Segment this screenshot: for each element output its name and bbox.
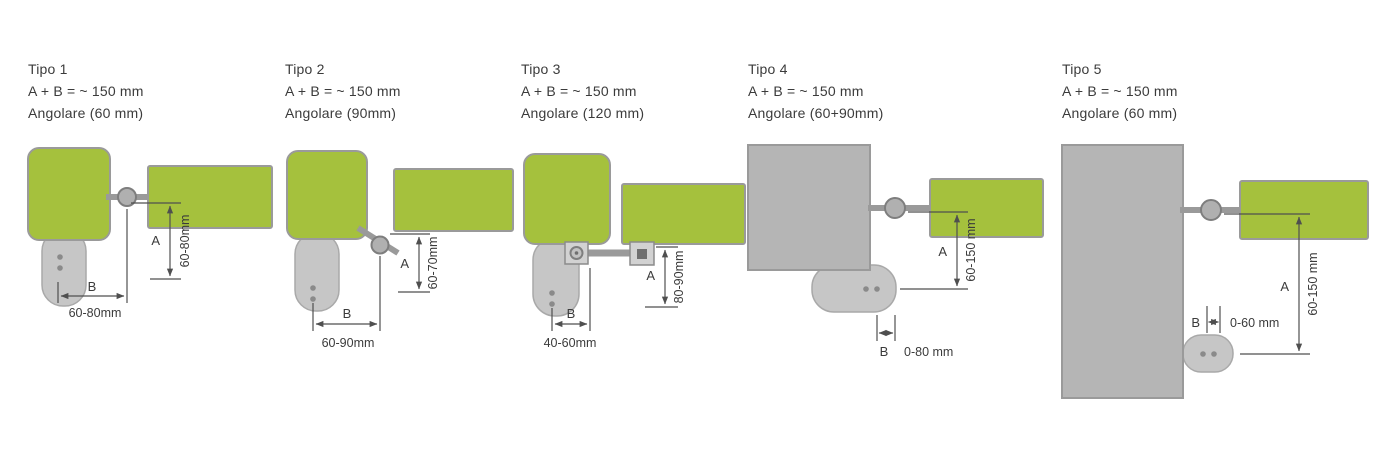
dim-b-label: B	[567, 306, 576, 321]
hinge	[884, 197, 906, 219]
type-title: Tipo 5	[1062, 61, 1102, 77]
tipo-4-diagram: A 60-150 mm B 0-80 mm	[747, 144, 1044, 359]
operator-fixing-dot	[1211, 351, 1217, 357]
wall	[1061, 144, 1184, 399]
operator-fixing-dot	[57, 265, 63, 271]
type-formula: A + B = ~ 150 mm	[285, 83, 401, 99]
type-angolare: Angolare (60+90mm)	[748, 105, 884, 121]
arm-pivot-dot	[574, 251, 579, 255]
dim-a-range: 60-80mm	[178, 215, 192, 268]
gate-leaf	[393, 168, 514, 232]
dim-a-range: 80-90mm	[672, 251, 686, 304]
type-angolare: Angolare (60 mm)	[1062, 105, 1178, 121]
dim-a-label: A	[938, 244, 947, 259]
tipo-1-diagram: A 60-80mm B 60-80mm	[27, 147, 273, 320]
tipo-1-header: Tipo 1 A + B = ~ 150 mm Angolare (60 mm)	[28, 58, 144, 124]
dim-b-range: 0-60 mm	[1230, 316, 1279, 330]
gate-leaf	[929, 178, 1044, 238]
type-formula: A + B = ~ 150 mm	[521, 83, 637, 99]
dim-b-range: 60-90mm	[322, 336, 375, 350]
dim-a-range: 60-150 mm	[1306, 252, 1320, 315]
operator-fixing-dot	[310, 285, 316, 291]
dim-b-label: B	[880, 344, 889, 359]
type-angolare: Angolare (120 mm)	[521, 105, 645, 121]
dim-a-label: A	[646, 268, 655, 283]
dim-b-range: 60-80mm	[69, 306, 122, 320]
tipo-3-diagram: A 80-90mm B 40-60mm	[523, 153, 746, 350]
wall	[747, 144, 871, 271]
gate-leaf	[147, 165, 273, 229]
dim-a-range: 60-150 mm	[964, 218, 978, 281]
tipo-2-diagram: A 60-70mm B 60-90mm	[286, 150, 514, 350]
dim-a-range: 60-70mm	[426, 237, 440, 290]
type-formula: A + B = ~ 150 mm	[1062, 83, 1178, 99]
tipo-3-header: Tipo 3 A + B = ~ 150 mm Angolare (120 mm…	[521, 58, 644, 124]
operator	[294, 232, 340, 312]
operator	[1182, 334, 1234, 373]
hinge	[1200, 199, 1222, 221]
operator-fixing-dot	[874, 286, 880, 292]
pillar	[523, 153, 611, 245]
tipo-2-header: Tipo 2 A + B = ~ 150 mm Angolare (90mm)	[285, 58, 401, 124]
gate-leaf	[1239, 180, 1369, 240]
gate-leaf	[621, 183, 746, 245]
type-formula: A + B = ~ 150 mm	[748, 83, 864, 99]
dim-b-range: 0-80 mm	[904, 345, 953, 359]
dim-b-label: B	[1191, 315, 1200, 330]
dim-a-label: A	[400, 256, 409, 271]
arm-bracket-bolt	[637, 249, 647, 259]
dim-a-label: A	[151, 233, 160, 248]
operator-fixing-dot	[1200, 351, 1206, 357]
type-title: Tipo 3	[521, 61, 561, 77]
operator-fixing-dot	[863, 286, 869, 292]
dim-b-range: 40-60mm	[544, 336, 597, 350]
type-angolare: Angolare (60 mm)	[28, 105, 144, 121]
operator-fixing-dot	[310, 296, 316, 302]
type-angolare: Angolare (90mm)	[285, 105, 397, 121]
pillar	[27, 147, 111, 241]
type-title: Tipo 1	[28, 61, 68, 77]
dim-b-label: B	[343, 306, 352, 321]
tipo-5-diagram: A 60-150 mm B 0-60 mm	[1061, 144, 1369, 399]
operator-fixing-dot	[549, 290, 555, 296]
hinge	[370, 235, 390, 255]
dim-a-label: A	[1280, 279, 1289, 294]
operator	[811, 264, 897, 313]
pillar	[286, 150, 368, 240]
operator-fixing-dot	[57, 254, 63, 260]
hinge	[117, 187, 137, 207]
operator-fixing-dot	[549, 301, 555, 307]
tipo-4-header: Tipo 4 A + B = ~ 150 mm Angolare (60+90m…	[748, 58, 884, 124]
type-title: Tipo 4	[748, 61, 788, 77]
type-formula: A + B = ~ 150 mm	[28, 83, 144, 99]
operator	[41, 229, 87, 307]
tipo-5-header: Tipo 5 A + B = ~ 150 mm Angolare (60 mm)	[1062, 58, 1178, 124]
dim-b-label: B	[88, 279, 97, 294]
type-title: Tipo 2	[285, 61, 325, 77]
